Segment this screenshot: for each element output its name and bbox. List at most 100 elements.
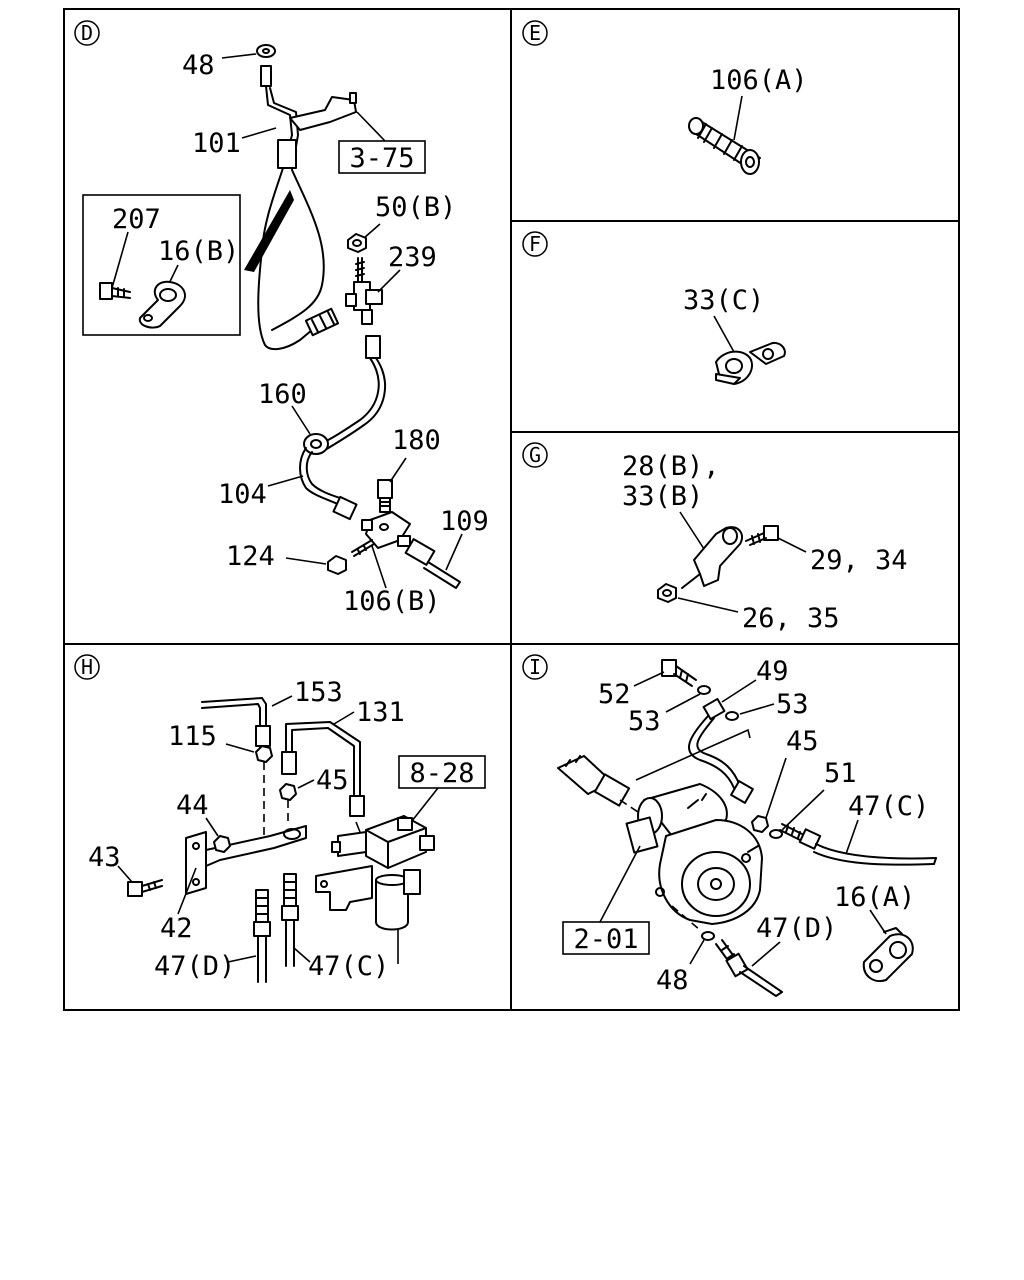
panel-g: 28(B), 33(B) 29, 34 26, 35 — [622, 451, 908, 634]
hose-47d-i — [715, 939, 783, 997]
label-131: 131 — [356, 697, 405, 728]
ref-box-2-01 — [562, 921, 650, 955]
panel-frames — [63, 8, 960, 1011]
label-51: 51 — [824, 758, 857, 789]
label-48: 48 — [182, 50, 215, 81]
fitting-49 — [702, 697, 726, 721]
panel-e-caption: E — [522, 20, 548, 46]
bracket-28b — [681, 526, 744, 589]
panel-i-caption: I — [522, 654, 548, 680]
fitting-131 — [281, 751, 297, 775]
clamp-16b — [138, 280, 186, 329]
fitting-106a — [688, 117, 761, 175]
panel-d: 48 101 3-75 207 16(B) — [82, 44, 489, 617]
label-26-35: 26, 35 — [742, 603, 840, 634]
panel-h: 153 131 115 45 44 43 — [88, 677, 486, 983]
fitting-104-top — [365, 335, 381, 359]
fitting-106b — [351, 539, 375, 557]
bracket-plate — [185, 825, 307, 895]
ref-3-75: 3-75 — [349, 143, 414, 174]
connector-239 — [345, 257, 383, 325]
washer-53a — [697, 685, 711, 695]
plug-180 — [377, 479, 393, 513]
svg-text:F: F — [529, 232, 541, 256]
label-180: 180 — [392, 425, 441, 456]
label-53a: 53 — [628, 706, 661, 737]
bolt-29 — [745, 525, 779, 546]
panel-i: 52 53 49 53 45 51 47(C) — [557, 656, 937, 997]
harness-connector — [557, 755, 651, 821]
grommet-160 — [303, 433, 329, 455]
label-50b: 50(B) — [375, 192, 456, 223]
washer-51 — [769, 829, 783, 839]
bolt-207 — [99, 282, 131, 300]
label-33c: 33(C) — [683, 285, 764, 316]
harness — [244, 190, 294, 272]
label-104: 104 — [218, 479, 267, 510]
label-28b: 28(B), — [622, 451, 720, 482]
fitting-104-end — [332, 495, 358, 521]
inset-box — [82, 194, 241, 336]
nut-50b — [347, 233, 367, 253]
panel-h-caption: H — [74, 654, 100, 680]
panel-f: 33(C) — [683, 285, 786, 385]
panel-d-caption: D — [74, 20, 100, 46]
label-44: 44 — [176, 790, 209, 821]
label-45-h: 45 — [316, 765, 349, 796]
label-160: 160 — [258, 379, 307, 410]
label-52: 52 — [598, 679, 631, 710]
label-16b: 16(B) — [158, 236, 239, 267]
label-53b: 53 — [776, 689, 809, 720]
label-49: 49 — [756, 656, 789, 687]
washer-53b — [725, 711, 739, 721]
ref-8-28: 8-28 — [409, 758, 474, 789]
label-106a: 106(A) — [710, 65, 808, 96]
label-45-i: 45 — [786, 726, 819, 757]
valve-assembly — [315, 815, 435, 964]
pump-unit — [625, 783, 763, 931]
label-207: 207 — [112, 204, 161, 235]
svg-text:E: E — [529, 21, 541, 45]
panel-f-caption: F — [522, 231, 548, 257]
label-109: 109 — [440, 506, 489, 537]
label-115: 115 — [168, 721, 217, 752]
nut-44 — [213, 835, 231, 853]
clamp-33c — [715, 342, 786, 385]
label-48-i: 48 — [656, 965, 689, 996]
washer-48 — [256, 44, 276, 58]
hose-47d-h — [253, 889, 271, 983]
hose-47c-i — [779, 823, 937, 866]
panel-captions: D E F G H I — [74, 20, 548, 680]
nut-45-h — [279, 783, 297, 801]
bolt-52 — [661, 659, 677, 677]
ref-box-8-28 — [398, 755, 486, 789]
ref-box-3-75 — [338, 140, 426, 174]
fitting-hose-end — [304, 307, 340, 337]
label-43: 43 — [88, 842, 121, 873]
label-47d-h: 47(D) — [154, 951, 235, 982]
svg-text:H: H — [81, 655, 93, 679]
label-106b: 106(B) — [343, 586, 441, 617]
label-29-34: 29, 34 — [810, 545, 908, 576]
label-47c-h: 47(C) — [308, 951, 389, 982]
panel-g-caption: G — [522, 442, 548, 468]
tee-block — [361, 511, 411, 549]
clamp-16a — [862, 927, 914, 982]
nut-45-i — [751, 815, 769, 833]
label-42: 42 — [160, 913, 193, 944]
svg-text:I: I — [529, 655, 541, 679]
fitting-101 — [260, 65, 272, 87]
bolt-43 — [127, 881, 143, 897]
svg-text:D: D — [81, 21, 93, 45]
fitting-153 — [255, 725, 271, 747]
label-47c-i: 47(C) — [848, 791, 929, 822]
panel-e: 106(A) — [688, 65, 808, 175]
ref-2-01: 2-01 — [573, 924, 638, 955]
label-239: 239 — [388, 242, 437, 273]
label-101: 101 — [192, 128, 241, 159]
label-124: 124 — [226, 541, 275, 572]
hose-47c-h — [281, 873, 299, 967]
bracket-3-75 — [289, 96, 357, 131]
nut-115 — [255, 745, 273, 763]
